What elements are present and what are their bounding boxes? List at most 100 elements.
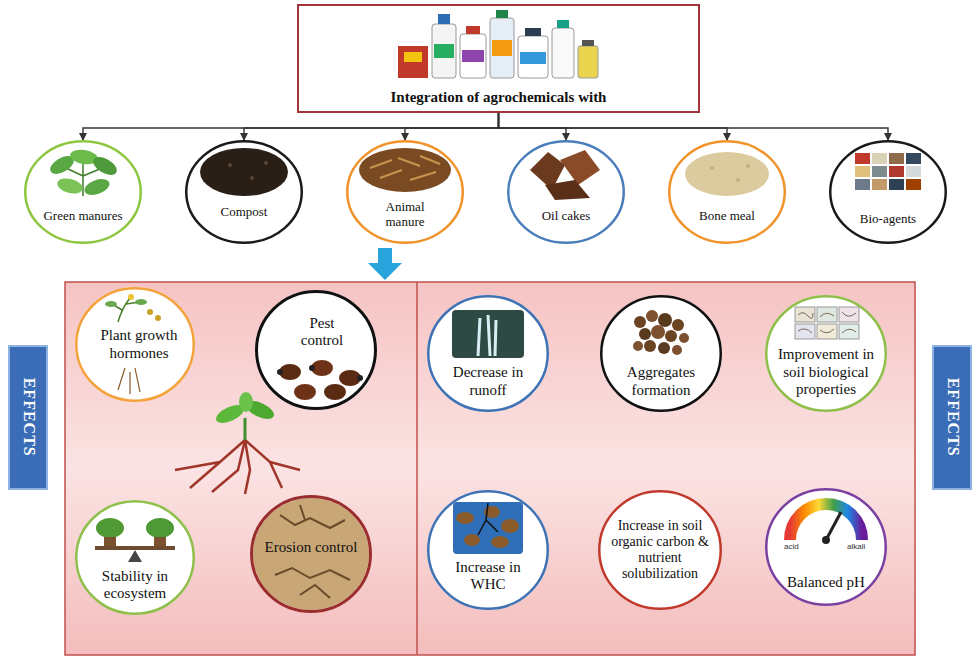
input-circle: Bone meal (668, 140, 786, 244)
culture-plate (855, 166, 870, 177)
culture-plate (906, 153, 921, 164)
compost-pile (200, 148, 288, 196)
aggregate (633, 341, 643, 351)
green-leaves (47, 148, 120, 198)
beetle-head (309, 365, 315, 371)
bottle-cap (557, 20, 569, 28)
connector (244, 112, 499, 141)
circle-shape (186, 141, 302, 243)
bottle-cap (496, 10, 508, 18)
circle-outline (185, 140, 303, 244)
organism-tile (817, 324, 837, 339)
circle-ground (600, 295, 722, 412)
leaf (90, 153, 120, 178)
aggregate (672, 345, 682, 355)
culture-plate (906, 166, 921, 177)
soil-water (453, 502, 523, 554)
circle-shape (25, 141, 141, 243)
molecule (147, 309, 153, 315)
water-ground (453, 502, 523, 554)
culture-plate (889, 166, 904, 177)
aggregate (658, 342, 670, 354)
circle-outline (668, 140, 786, 244)
pot (104, 537, 116, 546)
input-label: Bio-agents (843, 212, 933, 227)
organism-tile (817, 307, 837, 322)
gauge-label: acid (784, 543, 799, 552)
powder (685, 152, 769, 196)
effect-circle: Pest control (255, 290, 377, 410)
soil-aggregates (633, 310, 689, 355)
powder-grain (736, 178, 740, 182)
bottle (432, 24, 456, 78)
effects-panel (65, 282, 915, 655)
panel-divider (416, 282, 418, 655)
soil (253, 498, 369, 610)
culture-plate (855, 179, 870, 190)
circle-ground (75, 287, 195, 402)
pot (154, 537, 166, 546)
gauge-label: alkali (847, 543, 865, 552)
culture-plate (889, 179, 904, 190)
circle-shape (599, 491, 721, 609)
input-circle: Bio-agents (829, 140, 947, 244)
balance-plants (95, 518, 175, 562)
input-circle: Green manures (24, 140, 142, 244)
circle-shape (428, 491, 548, 609)
aggregate (679, 333, 689, 343)
leaf (56, 176, 85, 196)
effects-tag: EFFECTS (8, 345, 48, 490)
effect-circle: Erosion control (250, 495, 372, 613)
effect-label: Aggregates formation (611, 364, 711, 399)
effect-circle: Balanced pH (765, 488, 887, 606)
effect-circle: Aggregates formation (600, 295, 722, 412)
bottle (490, 18, 514, 78)
cake (545, 180, 590, 200)
water-stream (478, 315, 496, 356)
stone (491, 536, 509, 548)
effect-label: Balanced pH (776, 574, 876, 591)
leaf (135, 299, 147, 305)
stone (501, 519, 519, 533)
oil-cakes (530, 150, 600, 200)
circle-shape (252, 497, 371, 612)
bio-agent-grid (855, 153, 921, 190)
effect-label: Decrease in runoff (440, 364, 536, 399)
packet-label (404, 52, 422, 62)
bottle (460, 34, 486, 78)
bottle-cap (466, 26, 480, 34)
circle-shape (669, 141, 785, 243)
manure (359, 148, 451, 192)
balance-bar (95, 546, 175, 550)
effect-circle: Stability in ecosystem (75, 500, 195, 615)
input-circle: Animal manure (346, 140, 464, 244)
circle-shape (508, 141, 624, 243)
circle-shape (257, 292, 376, 409)
gauge-needle (826, 512, 841, 540)
ph-gauge (790, 504, 862, 544)
organism-tile (795, 324, 815, 339)
leaf (239, 392, 253, 412)
circle-shape (766, 489, 886, 605)
bottle-label (492, 40, 512, 56)
source-box: Integration of agrochemicals with (297, 4, 700, 113)
beetle-head (357, 375, 363, 381)
effect-circle: Increase in soil organic carbon & nutrie… (598, 490, 722, 610)
aggregate (639, 328, 651, 340)
fulcrum (128, 550, 142, 562)
circle-shape (830, 141, 946, 243)
beetle (324, 384, 346, 400)
circle-shape (428, 296, 548, 411)
beetle-head (277, 369, 283, 375)
effect-label: Increase in WHC (448, 559, 528, 594)
input-label: Green manures (33, 209, 133, 224)
bottle-label (520, 52, 546, 64)
aggregate (672, 319, 684, 331)
beetle (294, 384, 316, 400)
circle-outline (24, 140, 142, 244)
circle-ground (427, 295, 549, 412)
effects-tag: EFFECTS (932, 345, 972, 490)
bottle-label (462, 50, 484, 62)
effect-label: Erosion control (257, 539, 365, 556)
